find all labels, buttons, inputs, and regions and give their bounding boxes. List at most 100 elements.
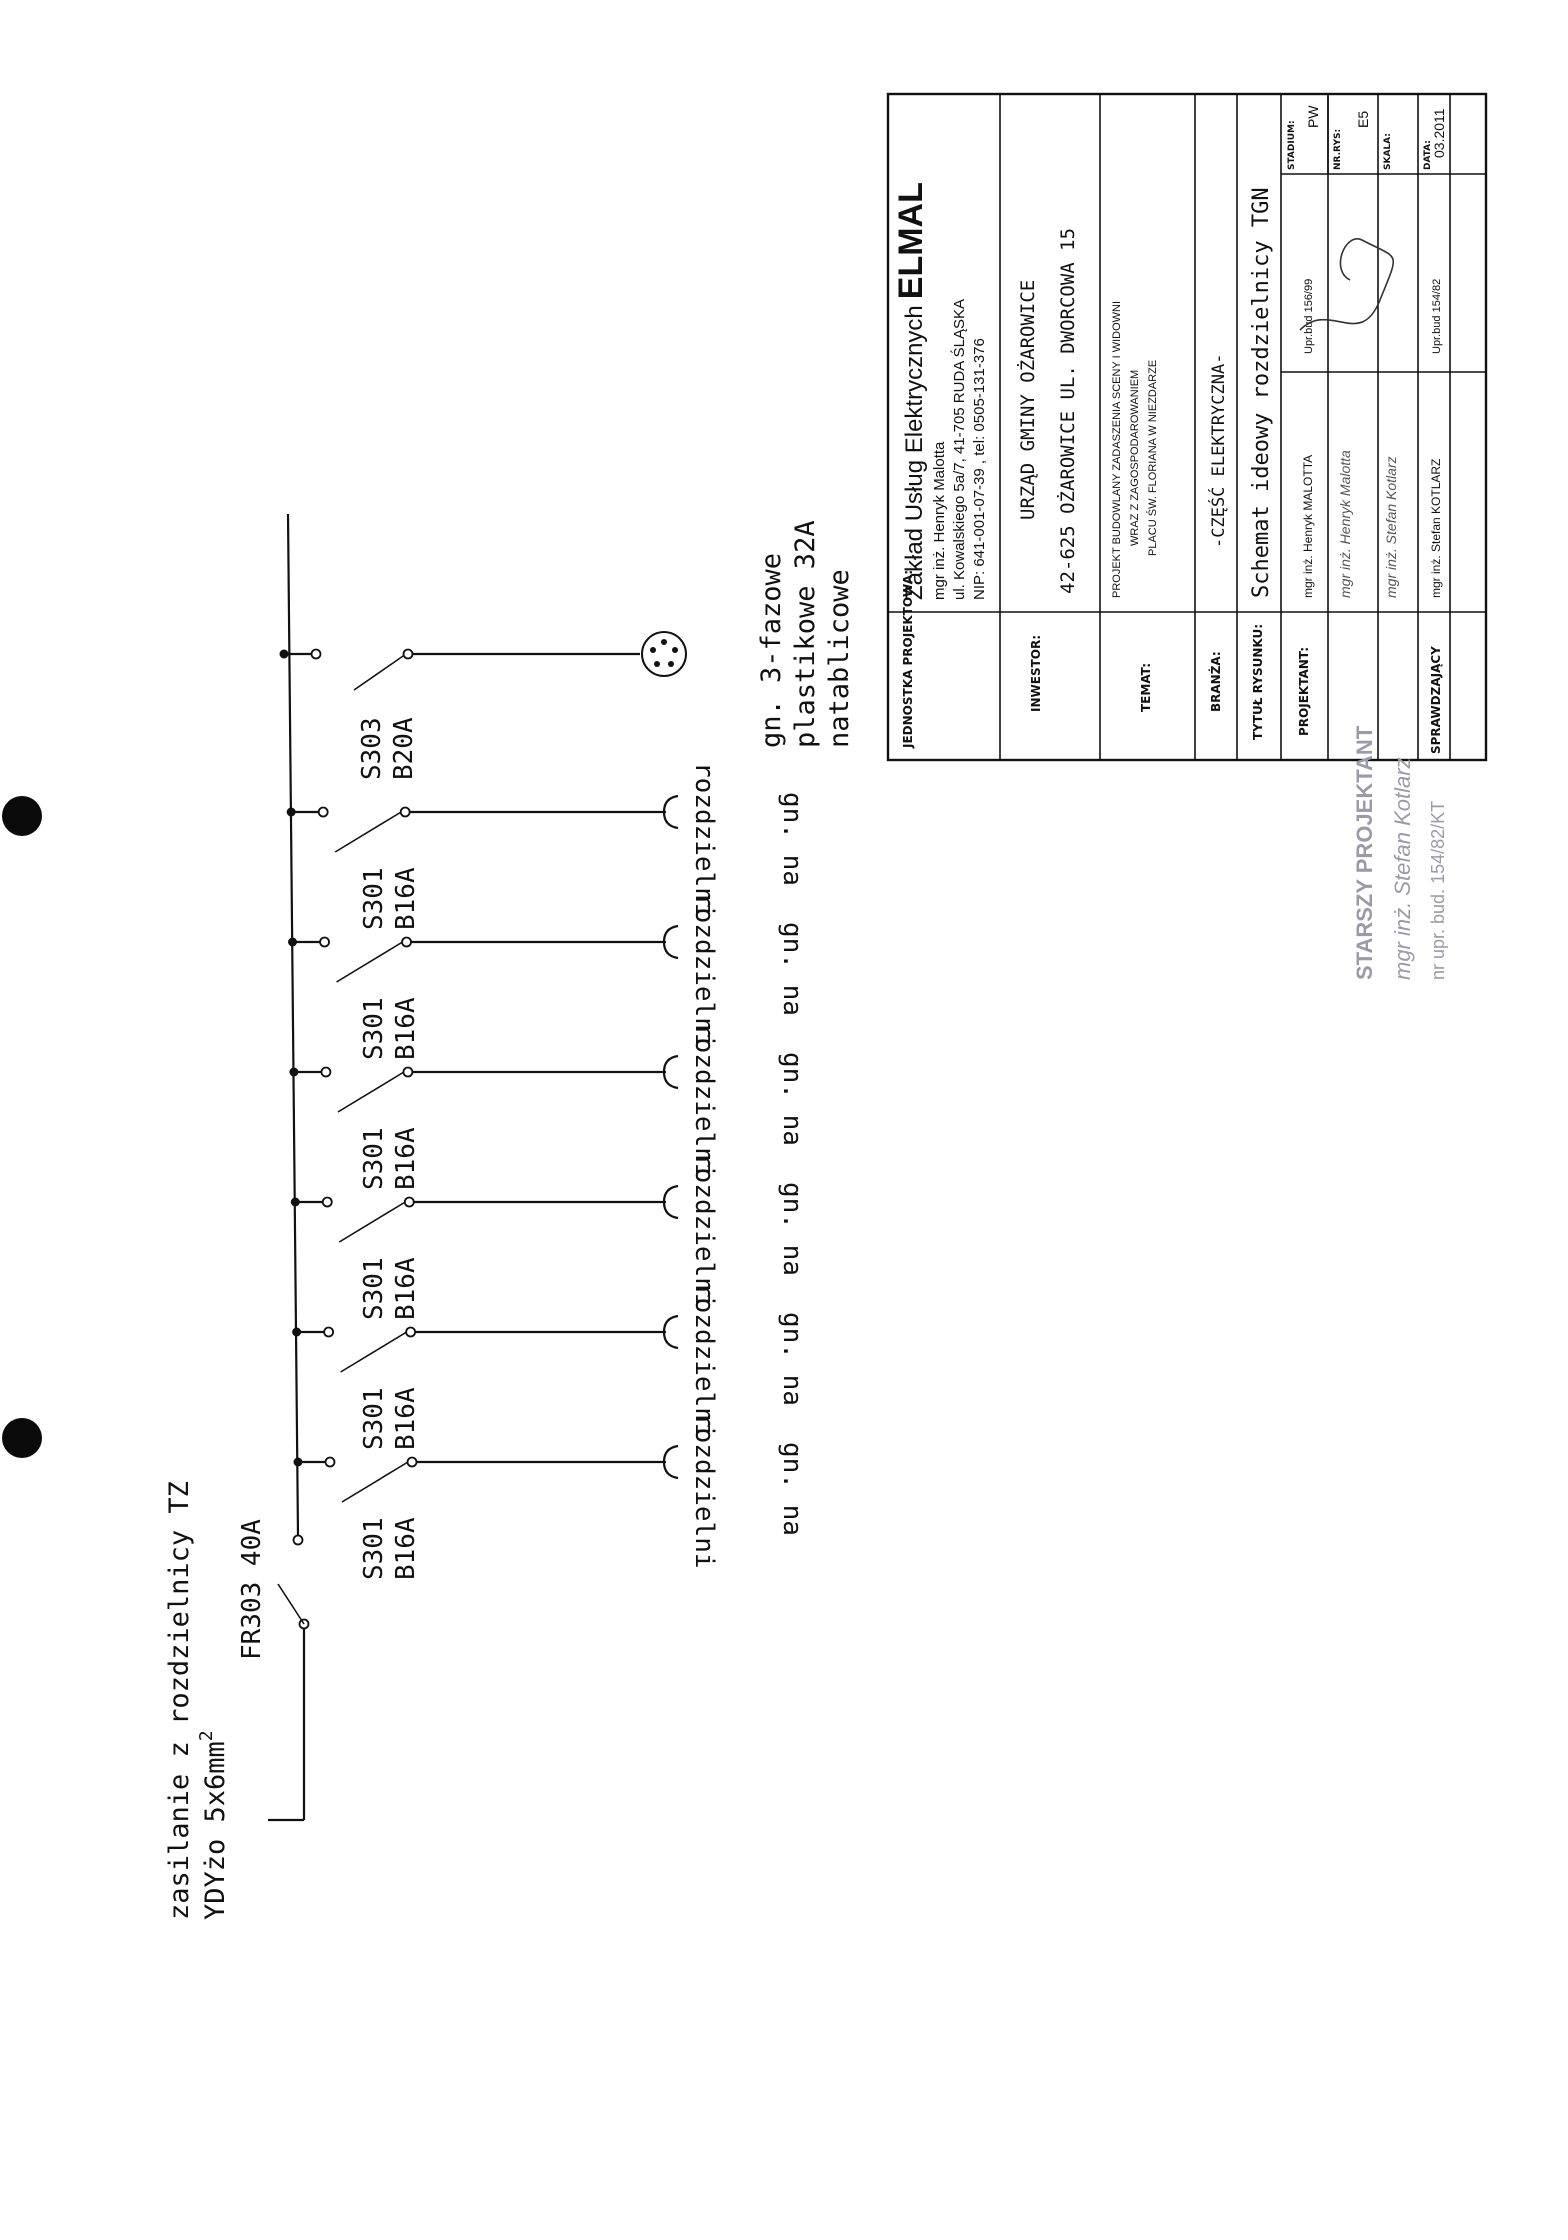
- circuit-breaker-label: S301: [359, 1387, 389, 1450]
- three-phase-rating-label: B20A: [389, 717, 419, 780]
- branza-value: -CZĘŚĆ ELEKTRYCZNA-: [1207, 354, 1229, 548]
- svg-text:S303: S303: [357, 717, 387, 780]
- circuit-breaker-label: S301: [359, 1257, 389, 1320]
- main-breaker-blade: [277, 1583, 305, 1625]
- circuit-load-label-2: rozdzielni: [689, 1022, 719, 1179]
- projektant-upr: Upr.bud 156/99: [1303, 279, 1315, 354]
- three-phase-socket-label-1: gn. 3-fazowe: [756, 553, 787, 748]
- socket-icon: [662, 1184, 679, 1220]
- supply-label-2: YDYżo 5x6mm2: [196, 1730, 231, 1920]
- sprawdzajacy-name: mgr inż. Stefan KOTLARZ: [1429, 459, 1443, 598]
- designer-stamp: STARSZY PROJEKTANT mgr inż. Stefan Kotla…: [1352, 725, 1448, 980]
- data-value: 03.2011: [1431, 108, 1447, 158]
- svg-text:zasilanie z rozdzielnicy TZ: zasilanie z rozdzielnicy TZ: [164, 1481, 195, 1920]
- circuit-contact-a: [317, 806, 329, 818]
- circuit-breaker-blade: [334, 811, 402, 853]
- nr-rys-value: E5: [1355, 111, 1371, 128]
- stadium-label: STADIUM:: [1287, 120, 1297, 170]
- jednostka-label: JEDNOSTKA PROJEKTOWA:: [901, 570, 915, 749]
- circuit-load-label-2: rozdzielni: [689, 762, 719, 919]
- projektant-name: mgr inż. Henryk MALOTTA: [1301, 455, 1315, 598]
- circuit-contact-b: [406, 1456, 418, 1468]
- svg-text:YDYżo 5x6mm2: YDYżo 5x6mm2: [196, 1730, 231, 1920]
- circuit-load-label-1: gn. na: [777, 792, 807, 886]
- three-phase-breaker-label: S303: [357, 717, 387, 780]
- inwestor-label: INWESTOR:: [1029, 635, 1043, 712]
- temat-line-2: WRAZ Z ZAGOSPODAROWANIEM: [1129, 370, 1141, 546]
- branza-label: BRANŻA:: [1208, 651, 1223, 712]
- supply-label-1: zasilanie z rozdzielnicy TZ: [164, 1481, 195, 1920]
- skala-label: SKALA:: [1383, 133, 1393, 170]
- tytul-label: TYTUŁ RYSUNKU:: [1251, 624, 1265, 740]
- circuit-breaker-blade: [337, 1071, 405, 1113]
- circuit-load-label-2: rozdzielni: [689, 1412, 719, 1569]
- company-address: ul. Kowalskiego 5a/7, 41-705 RUDA ŚLĄSKA: [950, 299, 968, 600]
- temat-label: TEMAT:: [1139, 663, 1153, 712]
- circuit-load-label-1: gn. na: [777, 1442, 807, 1536]
- signature-mark: [1299, 238, 1394, 331]
- circuit-contact-b: [403, 1196, 415, 1208]
- company-name: Zakład Usług ElektrycznychELMAL: [892, 182, 930, 600]
- sprawdzajacy-stamp-name: mgr inż. Stefan Kotlarz: [1383, 456, 1399, 598]
- stamp-title: STARSZY PROJEKTANT: [1352, 725, 1377, 980]
- circuit-contact-a: [324, 1456, 336, 1468]
- projektant-label: PROJEKTANT:: [1297, 647, 1311, 736]
- stamp-name: mgr inż. Stefan Kotlarz: [1390, 757, 1415, 980]
- circuit-rating-label: B16A: [391, 1257, 421, 1320]
- circuit-breaker-label: S301: [359, 867, 389, 930]
- three-phase-socket-label-2: plastikowe 32A: [790, 520, 821, 748]
- socket-icon: [662, 794, 679, 830]
- circuit-breaker-blade: [340, 1331, 408, 1373]
- punch-hole-lower: [2, 1418, 42, 1458]
- circuit-breaker-label: S301: [359, 1517, 389, 1580]
- circuit-load-label-1: gn. na: [777, 1182, 807, 1276]
- circuit-contact-b: [405, 1326, 417, 1338]
- three-phase-socket-icon: [641, 631, 687, 677]
- company-person: mgr inż. Henryk Malotta: [931, 441, 948, 600]
- circuit-contact-b: [401, 936, 412, 948]
- three-phase-socket-label-3: natablicowe: [824, 569, 855, 748]
- inwestor-line-1: URZĄD GMINY OŻAROWICE: [1016, 280, 1039, 520]
- three-phase-contact-a: [310, 648, 322, 660]
- socket-icon: [662, 924, 679, 960]
- three-phase-blade: [353, 653, 407, 691]
- svg-text:plastikowe 32A: plastikowe 32A: [790, 520, 821, 748]
- circuit-rating-label: B16A: [391, 867, 421, 930]
- temat-line-3: PLACU ŚW. FLORIANA W NIEZDARZE: [1146, 360, 1159, 556]
- circuit-load-label-2: rozdzielni: [689, 1282, 719, 1439]
- circuit-breaker-label: S301: [359, 997, 389, 1060]
- svg-text:FR303 40A: FR303 40A: [237, 1519, 267, 1660]
- data-label: DATA:: [1423, 140, 1433, 170]
- stamp-upr: nr upr. bud. 154/82/KT: [1428, 801, 1448, 980]
- circuit-rating-label: B16A: [391, 1517, 421, 1580]
- socket-icon: [662, 1314, 679, 1350]
- punch-hole-upper: [2, 796, 42, 836]
- svg-text:natablicowe: natablicowe: [824, 569, 855, 748]
- projektant-stamp-name: mgr inż. Henryk Malotta: [1337, 450, 1353, 598]
- circuit-contact-a: [319, 936, 330, 948]
- main-breaker-label: FR303 40A: [237, 1519, 267, 1660]
- socket-icon: [662, 1054, 679, 1090]
- three-phase-circuit: S303 B20A gn. 3-fazowe plastikowe 32A na…: [279, 520, 855, 780]
- circuit-load-label-1: gn. na: [777, 922, 807, 1016]
- circuit-contact-a: [321, 1196, 333, 1208]
- company-nip: NIP: 641-001-07-39 , tel: 0505-131-376: [971, 338, 988, 600]
- three-phase-contact-b: [402, 648, 414, 660]
- circuit-breaker-blade: [341, 1461, 409, 1503]
- title-block-frame: [886, 92, 1488, 762]
- circuit-rating-label: B16A: [391, 1387, 421, 1450]
- circuit-load-label-2: rozdzielni: [689, 1152, 719, 1309]
- circuit-rating-label: B16A: [391, 1127, 421, 1190]
- svg-text:B20A: B20A: [389, 717, 419, 780]
- tytul-value: Schemat ideowy rozdzielnicy TGN: [1249, 187, 1274, 598]
- title-block: JEDNOSTKA PROJEKTOWA: INWESTOR: TEMAT: B…: [886, 92, 1488, 762]
- circuit-contact-a: [323, 1326, 335, 1338]
- socket-icon: [662, 1444, 679, 1480]
- circuit-contact-b: [402, 1066, 414, 1078]
- main-breaker-contact-high: [292, 1534, 304, 1546]
- svg-text:Zakład Usług ElektrycznychELMA: Zakład Usług ElektrycznychELMAL: [892, 182, 930, 600]
